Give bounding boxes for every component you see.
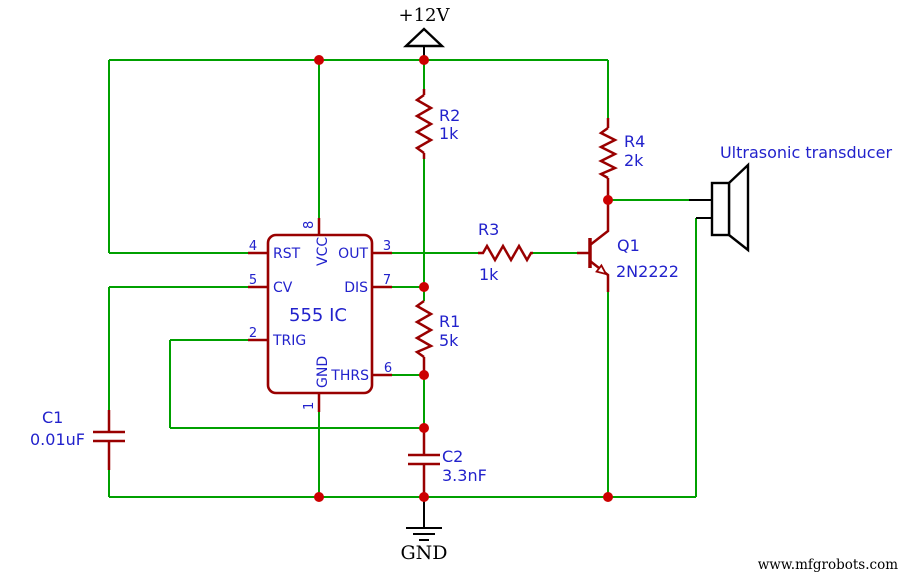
ic-pin-stubs: [248, 218, 392, 412]
r1-ref-label: R1: [439, 312, 460, 331]
ic-pin-number-thrs: 6: [384, 361, 392, 376]
ic-title-label: 555 IC: [289, 305, 347, 326]
r2-zigzag: [414, 93, 434, 155]
r2-value-label: 1k: [439, 124, 459, 143]
q1-collector: [589, 202, 610, 246]
r4-ref-label: R4: [624, 132, 645, 151]
junction-dot: [419, 423, 429, 433]
vcc-label: +12V: [399, 5, 451, 26]
ic-pin-label-thrs: THRS: [330, 368, 369, 384]
r3-zigzag: [478, 243, 533, 263]
c2-value-label: 3.3nF: [442, 466, 487, 485]
ic-pin-number-out: 3: [383, 239, 391, 254]
junction-dot: [419, 282, 429, 292]
gnd-label: GND: [400, 542, 447, 564]
junction-dot: [419, 492, 429, 502]
ic-pin-label-cv: CV: [273, 280, 293, 296]
capacitor-c2: [408, 428, 440, 497]
watermark-text: www.mfgrobots.com: [758, 557, 898, 573]
r4-zigzag: [598, 126, 618, 180]
gnd-stem-and-bars-icon: [406, 497, 442, 541]
r3-value-label: 1k: [479, 265, 499, 284]
c2-ref-label: C2: [442, 447, 463, 466]
ic-pin-label-out: OUT: [338, 246, 368, 262]
resistor-r2: [414, 89, 434, 159]
resistor-r4: [598, 118, 618, 200]
r1-value-label: 5k: [439, 331, 459, 350]
ic-pin-number-gnd: 1: [302, 402, 317, 410]
npn-transistor-q1: [577, 202, 610, 292]
junction-dot: [419, 370, 429, 380]
vcc-arrow-icon: [402, 27, 446, 48]
r3-ref-label: R3: [478, 220, 499, 239]
ic-555: [248, 218, 392, 412]
ic-pin-label-trig: TRIG: [272, 333, 306, 349]
junction-dot: [419, 55, 429, 65]
junction-dot: [314, 492, 324, 502]
speaker-symbol: [689, 162, 750, 253]
c2-plates: [408, 453, 440, 466]
c1-value-label: 0.01uF: [30, 430, 85, 449]
c1-ref-label: C1: [42, 408, 63, 427]
ic-pin-number-dis: 7: [383, 273, 391, 288]
r4-value-label: 2k: [624, 151, 644, 170]
q1-value-label: 2N2222: [616, 262, 679, 281]
wire-left-vertical-rst: [108, 60, 248, 254]
r2-ref-label: R2: [439, 106, 460, 125]
ic-pin-number-cv: 5: [249, 273, 257, 288]
junction-dot: [603, 492, 613, 502]
wire-cv-to-c1: [108, 286, 248, 410]
q1-ref-label: Q1: [617, 236, 640, 255]
junction-dots: [314, 55, 613, 502]
r1-zigzag: [414, 299, 434, 359]
ic-pin-number-vcc: 8: [302, 221, 317, 229]
wire-trig-to-c2: [169, 339, 424, 429]
capacitor-c1: [93, 410, 125, 470]
ic-pin-label-gnd: GND: [315, 356, 331, 388]
resistor-r1: [414, 299, 434, 375]
c1-plates: [93, 430, 125, 443]
ic-pin-label-rst: RST: [273, 246, 301, 262]
ic-pin-number-trig: 2: [249, 326, 257, 341]
resistor-r3: [478, 243, 533, 263]
junction-dot: [603, 195, 613, 205]
labels: +12V GND R2 1k R1 5k R4 2k R3 1k C1 0.01…: [30, 5, 898, 573]
vcc-symbol: [402, 27, 446, 57]
ic-pin-label-vcc: VCC: [315, 237, 331, 266]
q1-emitter: [589, 260, 610, 292]
gnd-symbol: [406, 497, 442, 541]
speaker-body-icon: [710, 181, 731, 237]
speaker-terminals: [689, 199, 712, 219]
q1-emitter-arrow-icon: [595, 263, 608, 276]
speaker-cone-icon: [727, 162, 750, 253]
transducer-label: Ultrasonic transducer: [720, 143, 892, 162]
ic-pin-label-dis: DIS: [344, 280, 368, 296]
wires: [108, 59, 697, 498]
junction-dot: [314, 55, 324, 65]
ic-pin-number-rst: 4: [249, 239, 257, 254]
